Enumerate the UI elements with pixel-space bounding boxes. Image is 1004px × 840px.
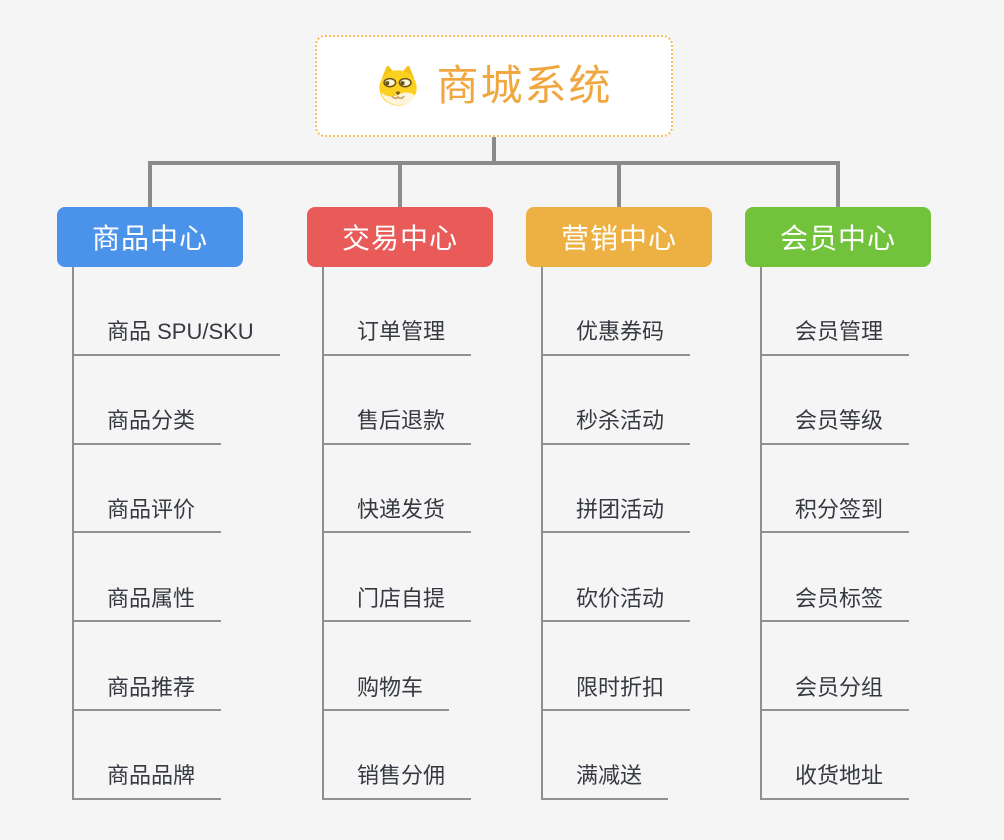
leaf-label: 商品推荐 bbox=[74, 675, 222, 711]
leaf-label: 积分签到 bbox=[762, 497, 910, 534]
leaf-label: 门店自提 bbox=[324, 586, 472, 623]
branch-leaf-list: 会员管理 会员等级 积分签到 会员标签 会员分组 收货地址 bbox=[760, 267, 931, 800]
branch-column: 商品中心 商品 SPU/SKU 商品分类 商品评价 商品属性 商品推荐 商品品牌 bbox=[57, 207, 280, 800]
leaf-item[interactable]: 积分签到 bbox=[762, 445, 931, 534]
leaf-item[interactable]: 快递发货 bbox=[324, 445, 493, 534]
leaf-label: 商品 SPU/SKU bbox=[74, 319, 280, 356]
branch-label: 营销中心 bbox=[560, 223, 677, 254]
leaf-item[interactable]: 商品品牌 bbox=[74, 711, 243, 800]
branch-column: 交易中心 订单管理 售后退款 快递发货 门店自提 购物车 销售分佣 bbox=[307, 207, 493, 800]
leaf-label: 销售分佣 bbox=[324, 763, 472, 800]
leaf-label: 砍价活动 bbox=[543, 586, 691, 623]
leaf-label: 会员分组 bbox=[762, 675, 910, 711]
leaf-label: 商品分类 bbox=[74, 408, 222, 445]
branch-label: 商品中心 bbox=[91, 223, 208, 254]
branch-column: 营销中心 优惠券码 秒杀活动 拼团活动 砍价活动 限时折扣 满减送 bbox=[526, 207, 712, 800]
branch-leaf-list: 订单管理 售后退款 快递发货 门店自提 购物车 销售分佣 bbox=[322, 267, 493, 800]
branch-leaf-list: 商品 SPU/SKU 商品分类 商品评价 商品属性 商品推荐 商品品牌 bbox=[72, 267, 280, 800]
leaf-label: 商品品牌 bbox=[74, 763, 222, 800]
leaf-label: 拼团活动 bbox=[543, 497, 691, 534]
leaf-item[interactable]: 砍价活动 bbox=[543, 533, 712, 623]
leaf-label: 限时折扣 bbox=[543, 675, 691, 711]
branch-label: 会员中心 bbox=[779, 223, 896, 254]
leaf-item[interactable]: 限时折扣 bbox=[543, 622, 712, 711]
branch-header-1[interactable]: 商品中心 bbox=[57, 207, 243, 267]
leaf-label: 会员等级 bbox=[762, 408, 910, 445]
leaf-label: 购物车 bbox=[324, 675, 450, 711]
root-title: 商城系统 bbox=[436, 62, 613, 109]
leaf-item[interactable]: 商品评价 bbox=[74, 445, 243, 534]
leaf-item[interactable]: 秒杀活动 bbox=[543, 356, 712, 445]
leaf-item[interactable]: 收货地址 bbox=[762, 711, 931, 800]
leaf-item[interactable]: 商品 SPU/SKU bbox=[74, 267, 280, 356]
branch-header-4[interactable]: 会员中心 bbox=[745, 207, 931, 267]
dog-face-icon bbox=[379, 65, 418, 106]
leaf-label: 会员标签 bbox=[762, 586, 910, 623]
branch-column: 会员中心 会员管理 会员等级 积分签到 会员标签 会员分组 收货地址 bbox=[745, 207, 931, 800]
leaf-item[interactable]: 销售分佣 bbox=[324, 711, 493, 800]
leaf-item[interactable]: 订单管理 bbox=[324, 267, 493, 356]
leaf-item[interactable]: 会员管理 bbox=[762, 267, 931, 356]
leaf-label: 秒杀活动 bbox=[543, 408, 691, 445]
leaf-label: 收货地址 bbox=[762, 763, 910, 800]
branch-label: 交易中心 bbox=[341, 223, 458, 254]
branch-header-2[interactable]: 交易中心 bbox=[307, 207, 493, 267]
leaf-label: 会员管理 bbox=[762, 319, 910, 356]
leaf-label: 订单管理 bbox=[324, 319, 472, 356]
leaf-item[interactable]: 会员标签 bbox=[762, 533, 931, 623]
leaf-item[interactable]: 满减送 bbox=[543, 711, 712, 800]
branch-leaf-list: 优惠券码 秒杀活动 拼团活动 砍价活动 限时折扣 满减送 bbox=[541, 267, 712, 800]
leaf-label: 快递发货 bbox=[324, 497, 472, 534]
leaf-label: 售后退款 bbox=[324, 408, 472, 445]
leaf-label: 满减送 bbox=[543, 763, 669, 800]
leaf-item[interactable]: 购物车 bbox=[324, 622, 493, 711]
leaf-item[interactable]: 售后退款 bbox=[324, 356, 493, 445]
leaf-label: 商品属性 bbox=[74, 586, 222, 623]
leaf-item[interactable]: 会员分组 bbox=[762, 622, 931, 711]
leaf-item[interactable]: 优惠券码 bbox=[543, 267, 712, 356]
root-node[interactable]: 商城系统 bbox=[315, 35, 673, 137]
leaf-label: 优惠券码 bbox=[543, 319, 691, 356]
leaf-item[interactable]: 商品属性 bbox=[74, 533, 243, 623]
branch-header-3[interactable]: 营销中心 bbox=[526, 207, 712, 267]
leaf-item[interactable]: 商品分类 bbox=[74, 356, 243, 445]
leaf-item[interactable]: 商品推荐 bbox=[74, 622, 243, 711]
leaf-item[interactable]: 会员等级 bbox=[762, 356, 931, 445]
leaf-label: 商品评价 bbox=[74, 497, 222, 534]
leaf-item[interactable]: 拼团活动 bbox=[543, 445, 712, 534]
leaf-item[interactable]: 门店自提 bbox=[324, 533, 493, 623]
